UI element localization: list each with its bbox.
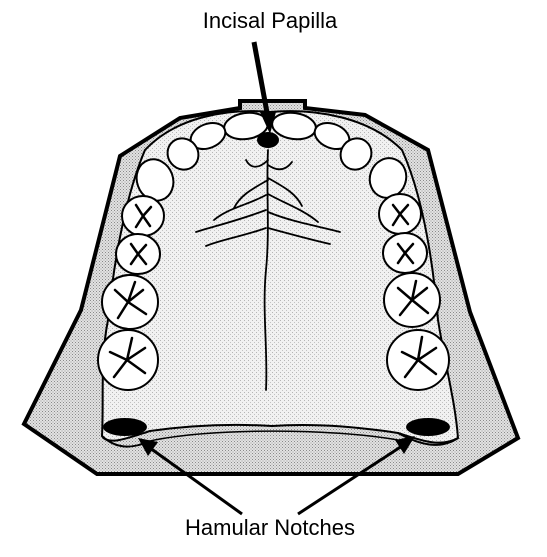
incisal-papilla (257, 132, 279, 148)
incisal-papilla-label: Incisal Papilla (120, 8, 420, 34)
hamular-notches-label: Hamular Notches (120, 515, 420, 541)
hamular-notch-right (406, 418, 450, 436)
hamular-notch-left (103, 418, 147, 436)
